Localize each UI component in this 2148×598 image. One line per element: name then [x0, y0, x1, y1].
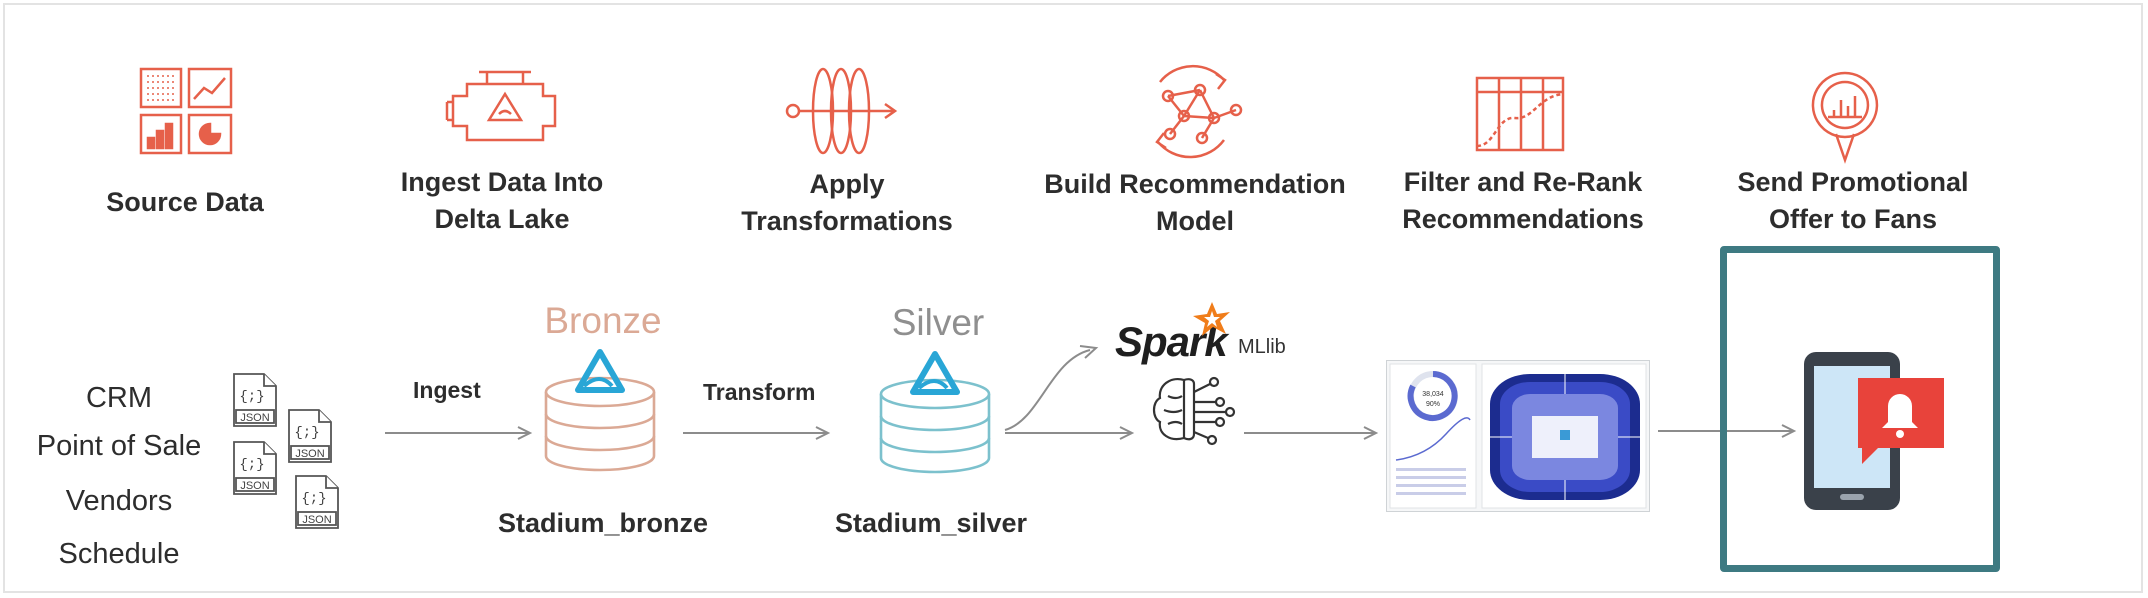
- json-file-icon: {;} JSON: [288, 409, 332, 463]
- filter-rerank-icon: [1475, 76, 1565, 152]
- json-glyph: {;}: [301, 491, 326, 507]
- json-label: JSON: [302, 514, 331, 526]
- json-label: JSON: [240, 412, 269, 424]
- stage-label-text: Apply Transformations: [741, 169, 953, 236]
- diagram-frame: [3, 3, 2143, 593]
- stage-label-text: Filter and Re-Rank Recommendations: [1402, 167, 1644, 234]
- arrow-to-dashboard: [1244, 426, 1379, 440]
- stage-label-text: Ingest Data Into Delta Lake: [400, 167, 604, 234]
- source-crm: CRM: [85, 382, 153, 414]
- json-file-icon: {;} JSON: [295, 475, 339, 529]
- stage-label-ingest: Ingest Data Into Delta Lake: [342, 164, 662, 238]
- silver-database-icon: [879, 351, 991, 474]
- dashboard-value: 38,034: [1422, 391, 1444, 398]
- highlight-box: [1720, 246, 2000, 572]
- engine-delta-icon: [445, 70, 557, 142]
- stage-label-model: Build Recommendation Model: [1025, 166, 1365, 240]
- source-schedule: Schedule: [58, 538, 180, 570]
- json-glyph: {;}: [239, 457, 264, 473]
- stage-label-text: Build Recommendation Model: [1044, 169, 1346, 236]
- table-name-bronze: Stadium_bronze: [497, 508, 709, 538]
- arrow-transform: [683, 426, 831, 440]
- bell-icon: [1858, 378, 1944, 464]
- network-model-icon: [1155, 64, 1243, 159]
- layer-label-bronze: Bronze: [544, 300, 662, 341]
- edge-label-ingest: Ingest: [413, 377, 481, 403]
- stage-label-text: Source Data: [106, 187, 264, 217]
- json-label: JSON: [240, 480, 269, 492]
- json-file-icon: {;} JSON: [233, 441, 277, 495]
- edge-label-transform: Transform: [703, 379, 816, 405]
- arrow-to-spark: [1004, 345, 1099, 431]
- mllib-label: MLlib: [1238, 336, 1286, 358]
- stage-label-transform: Apply Transformations: [687, 166, 1007, 240]
- stage-label-send-offer: Send Promotional Offer to Fans: [1693, 164, 2013, 238]
- transform-rings-icon: [785, 67, 898, 155]
- dashboard-percent: 90%: [1426, 401, 1440, 408]
- arrow-ingest: [385, 426, 533, 440]
- source-vendors: Vendors: [65, 485, 173, 517]
- table-name-silver: Stadium_silver: [834, 508, 1028, 538]
- stage-label-text: Send Promotional Offer to Fans: [1737, 167, 1969, 234]
- stadium-dashboard-icon: 38,034 90%: [1386, 360, 1650, 512]
- json-glyph: {;}: [294, 425, 319, 441]
- stage-label-filter: Filter and Re-Rank Recommendations: [1363, 164, 1683, 238]
- layer-label-silver: Silver: [891, 302, 985, 343]
- spark-star-icon: [1193, 302, 1230, 336]
- json-file-icon: {;} JSON: [233, 373, 277, 427]
- arrow-to-mllib-model: [1005, 426, 1135, 440]
- brain-network-icon: [1152, 376, 1236, 446]
- chart-grid-icon: [139, 67, 233, 155]
- json-glyph: {;}: [239, 389, 264, 405]
- source-point-of-sale: Point of Sale: [36, 430, 202, 462]
- phone-notification-icon: [1804, 352, 1944, 510]
- bronze-database-icon: [544, 349, 656, 472]
- json-label: JSON: [295, 448, 324, 460]
- stage-label-source-data: Source Data: [25, 184, 345, 221]
- promo-chat-icon: [1811, 71, 1879, 164]
